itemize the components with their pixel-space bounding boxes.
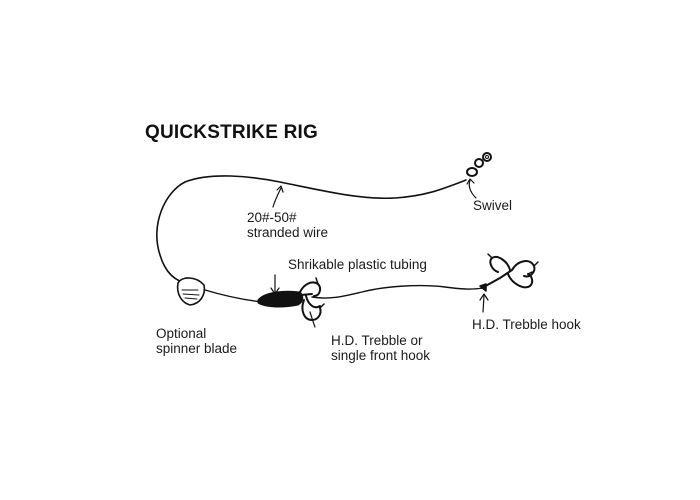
stranded-wire (156, 175, 467, 285)
spinner-label: Optional spinner blade (156, 326, 237, 356)
swivel-label: Swivel (473, 198, 512, 213)
rear-treble-hook-icon (479, 253, 539, 292)
front-hook-label-line2: single front hook (331, 348, 431, 363)
wire-label-line2: stranded wire (247, 225, 329, 240)
front-hook-label: H.D. Trebble or single front hook (331, 333, 430, 363)
swivel-label-text: Swivel (473, 198, 513, 213)
diagram-title: QUICKSTRIKE RIG (145, 122, 318, 143)
rear-hook-label-text: H.D. Trebble hook (472, 317, 581, 332)
wire-label-line1: 20#-50# (247, 210, 297, 225)
tubing-label-text: Shrikable plastic tubing (288, 257, 427, 272)
swivel-icon (466, 152, 492, 177)
spinner-label-line2: spinner blade (156, 341, 238, 356)
rear-hook-label: H.D. Trebble hook (472, 317, 581, 332)
wire-between-hooks (311, 284, 483, 299)
label-arrows (270, 178, 489, 328)
spinner-blade-icon (176, 277, 206, 306)
wire-label: 20#-50# stranded wire (247, 210, 328, 240)
spinner-label-line1: Optional (156, 326, 207, 341)
wire-to-front-hook (204, 289, 263, 303)
front-treble-hook-icon (257, 277, 325, 321)
front-hook-label-line1: H.D. Trebble or (331, 333, 423, 348)
tubing-label: Shrikable plastic tubing (288, 257, 427, 272)
